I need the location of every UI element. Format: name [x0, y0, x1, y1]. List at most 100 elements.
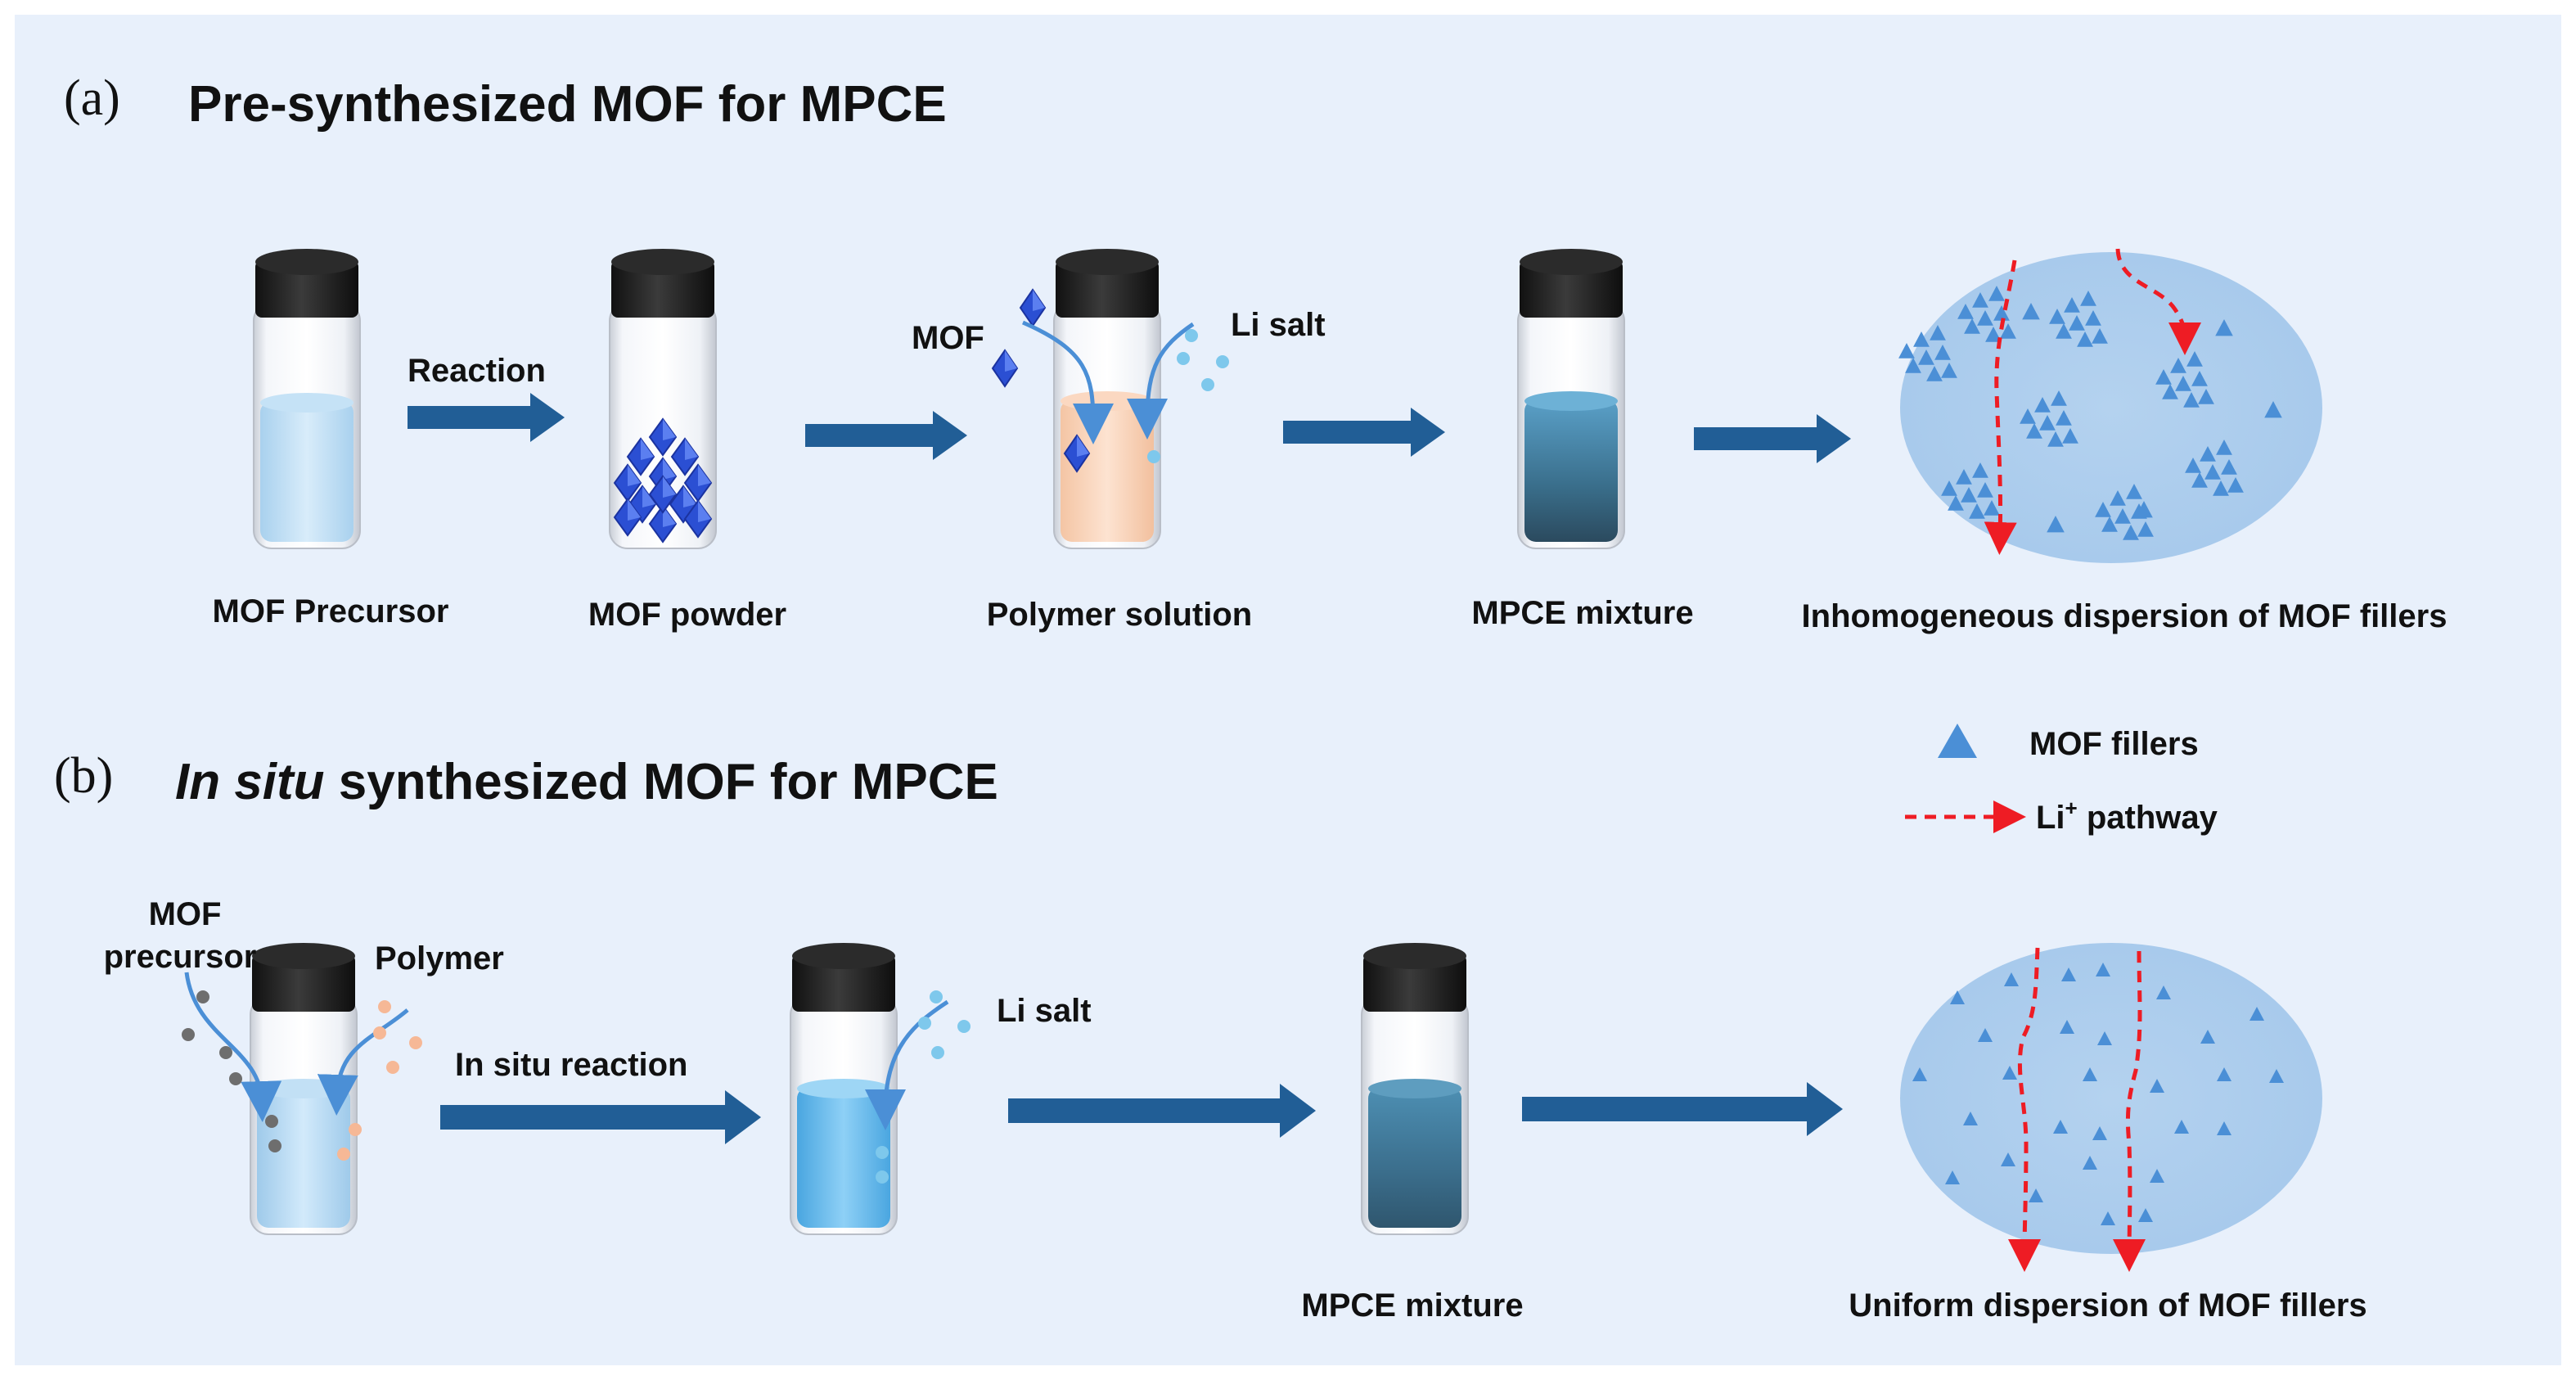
mof-filler-triangle: [1956, 469, 1972, 485]
vial-mof-powder: [609, 249, 717, 549]
mof-filler-triangle: [2217, 1067, 2231, 1081]
polymer-dots: [337, 1000, 422, 1161]
mof-filler-triangle: [2150, 1079, 2164, 1093]
mof-filler-triangle: [2001, 1152, 2015, 1166]
mof-filler-triangle: [2135, 501, 2153, 518]
mof-filler-triangle: [2069, 315, 2085, 331]
li-pathway-a-2: [2115, 248, 2201, 355]
mof-crystal: [648, 475, 678, 514]
vial-mof-precursor: [253, 249, 361, 549]
mof-filler-triangle: [1926, 366, 1943, 381]
mof-filler-triangle: [2174, 1120, 2189, 1134]
mof-filler-triangle: [2185, 458, 2201, 473]
legend-mof-fillers: MOF fillers: [2029, 726, 2199, 762]
label-mof-powder: MOF powder: [588, 597, 786, 633]
mof-filler-triangle: [2213, 480, 2229, 496]
label-uniform-dispersion: Uniform dispersion of MOF fillers: [1849, 1288, 2367, 1324]
mof-precursor-dots: [182, 990, 281, 1152]
mof-filler-triangle: [2200, 1030, 2215, 1044]
mof-filler-triangle: [2047, 516, 2065, 533]
mof-precursor-label-line2: precursor: [104, 939, 257, 975]
mof-filler-triangle: [2020, 408, 2036, 424]
arrow-to-mpce-mixture-a: [1283, 408, 1445, 457]
mof-fillers-uniform: [1912, 963, 2284, 1225]
mof-filler-triangle: [2183, 392, 2200, 408]
mof-filler-triangle: [2002, 1066, 2017, 1080]
arrow-to-dispersion-a: [1694, 414, 1851, 463]
mof-filler-triangle: [1930, 325, 1946, 340]
mof-crystal: [626, 437, 655, 476]
mof-filler-triangle: [2137, 521, 2154, 537]
mof-filler-triangle: [2216, 440, 2232, 455]
in-situ-reaction-label: In situ reaction: [455, 1047, 688, 1083]
mof-filler-triangle: [2138, 1208, 2153, 1222]
vial-mpce-mixture-b: [1361, 943, 1469, 1235]
mof-filler-triangle: [1985, 327, 2002, 342]
vial-polymer-solution: [1053, 249, 1161, 549]
mof-filler-triangle: [1977, 310, 1993, 326]
mof-filler-triangle: [2064, 297, 2080, 313]
mof-filler-triangle: [2049, 309, 2065, 324]
mof-crystal: [670, 437, 700, 476]
mof-filler-triangle: [1913, 331, 1930, 347]
mof-filler-triangle: [2060, 1020, 2074, 1034]
mof-filler-triangle: [2083, 1156, 2097, 1170]
mof-filler-triangle: [1963, 1112, 1978, 1125]
mof-filler-triangle: [1988, 286, 2005, 301]
mof-filler-triangle: [2092, 328, 2108, 344]
vial-in-situ-reaction: [250, 943, 358, 1235]
mof-filler-triangle: [2264, 401, 2282, 418]
mof-filler-triangle: [2221, 459, 2237, 475]
mof-filler-triangle: [2198, 389, 2214, 404]
mof-crystal: [613, 498, 642, 537]
mof-filler-triangle: [2022, 303, 2040, 320]
mof-filler-triangle: [2123, 525, 2139, 540]
mof-crystal: [683, 463, 713, 503]
polymer-input-curve: [317, 1008, 409, 1116]
mof-filler-triangle: [2227, 477, 2244, 493]
dispersion-ellipse-uniform: [1900, 943, 2322, 1254]
mof-filler-triangle: [1945, 1170, 1960, 1184]
mof-filler-triangle: [2101, 516, 2118, 532]
mof-filler-triangle: [1977, 482, 1993, 498]
mof-filler-triangle: [2053, 1120, 2068, 1134]
mof-filler-triangle: [1912, 1067, 1927, 1081]
mof-filler-triangle: [2083, 1067, 2097, 1081]
mof-fillers-inhomogeneous: [1898, 286, 2282, 540]
mof-filler-triangle: [1918, 350, 1934, 365]
li-pathway-b-1: [2008, 947, 2042, 1272]
mof-filler-triangle: [1948, 495, 1964, 511]
polymer-label: Polymer: [375, 940, 504, 976]
li-salt-dots-b: [876, 990, 971, 1184]
mof-filler-triangle: [2096, 963, 2110, 976]
mof-crystal: [648, 504, 678, 543]
li-salt-input-curve-a: [1127, 322, 1195, 440]
mof-filler-triangle: [2077, 331, 2093, 347]
li-pathway-a-1: [1984, 259, 2017, 555]
arrow-to-polymer-solution: [805, 411, 967, 460]
mof-filler-triangle: [2269, 1069, 2284, 1083]
mof-filler-triangle: [1905, 358, 1921, 373]
arrow-in-situ-reaction: [440, 1090, 761, 1144]
mof-filler-triangle: [1961, 487, 1977, 503]
li-pathway-b-2: [2113, 950, 2146, 1272]
mof-filler-triangle: [2004, 972, 2019, 986]
li-salt-input-curve-b: [865, 999, 949, 1130]
mof-crystals: [613, 417, 713, 543]
mof-filler-triangle: [2056, 410, 2072, 426]
mof-filler-triangle: [1941, 363, 1957, 378]
arrow-reaction: [408, 393, 565, 442]
mof-filler-triangle: [2000, 323, 2016, 339]
mof-filler-triangle: [1969, 503, 1985, 519]
mof-filler-triangle: [1978, 1028, 1993, 1042]
panel-b-title: In situ synthesized MOF for MPCE: [175, 754, 998, 810]
mof-filler-triangle: [2114, 508, 2131, 524]
mof-filler-triangle: [2051, 390, 2067, 406]
reaction-label: Reaction: [408, 353, 546, 389]
mof-input-crystals: [991, 288, 1091, 473]
mof-filler-triangle: [2085, 310, 2101, 326]
mof-filler-triangle: [2150, 1169, 2164, 1183]
mof-filler-triangle: [2217, 1121, 2231, 1135]
schematic-diagram: (a) Pre-synthesized MOF for MPCE Reactio…: [54, 70, 2447, 1324]
panel-a-label: (a): [64, 70, 120, 126]
